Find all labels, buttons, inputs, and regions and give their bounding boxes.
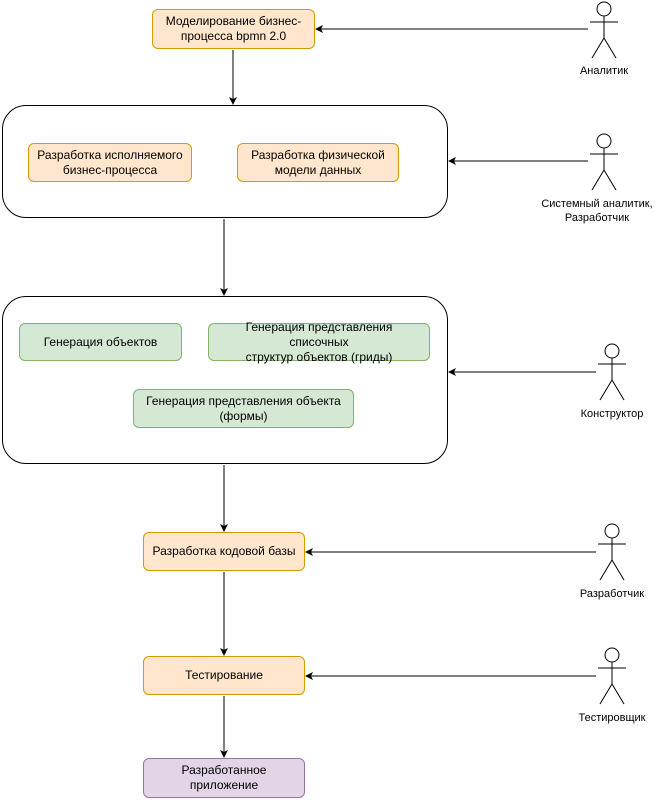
gen-forms-step: Генерация представления объекта (формы) <box>133 389 354 428</box>
tester-actor-icon <box>598 647 626 705</box>
actor-label-constructor: Конструктор <box>580 408 644 420</box>
gen-lists-step: Генерация представления списочных структ… <box>208 320 430 364</box>
actor-label-tester: Тестировщик <box>578 712 646 724</box>
system-analyst-actor-icon <box>590 133 618 191</box>
modeling-step: Моделирование бизнес- процесса bpmn 2.0 <box>152 9 315 49</box>
gen-objects-step: Генерация объектов <box>19 323 182 361</box>
constructor-actor-icon <box>598 343 626 401</box>
actor-label-analyst: Аналитик <box>579 65 629 77</box>
result-step: Разработанное приложение <box>143 758 305 798</box>
codebase-step: Разработка кодовой базы <box>143 532 305 571</box>
actor-label-system-analyst: Системный аналитик, Разработчик <box>541 198 653 224</box>
physical-model-step: Разработка физической модели данных <box>237 143 399 182</box>
actor-label-developer: Разработчик <box>579 588 645 600</box>
testing-step: Тестирование <box>143 656 305 695</box>
analyst-actor-icon <box>590 1 618 59</box>
exec-process-step: Разработка исполняемого бизнес-процесса <box>28 143 192 182</box>
developer-actor-icon <box>598 523 626 581</box>
